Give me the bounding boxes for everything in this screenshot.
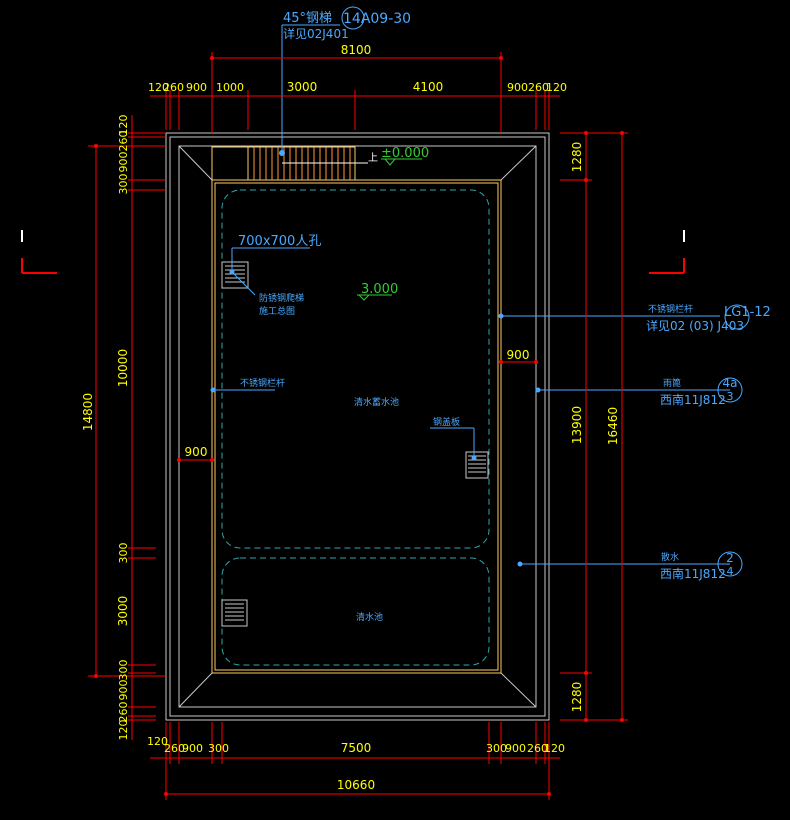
overflow-ref-circle <box>717 551 743 577</box>
outer-walls <box>165 132 550 721</box>
bottom-dim-seg-1: 120 <box>147 735 168 748</box>
top-dim-seg-9: 120 <box>546 81 567 94</box>
left-dim-low-3: 300 <box>117 660 130 681</box>
inner-wall <box>211 179 502 674</box>
elevation-top-label: ±0.000 <box>381 146 429 161</box>
manhole-top: 700x700人孔 防锈钢爬梯 施工总图 <box>221 234 321 317</box>
stair-angle-label: 45°钢梯 <box>283 11 332 26</box>
bottom-dim-seg-4: 300 <box>208 742 229 755</box>
left-dim-top-1: 120 <box>117 115 130 136</box>
top-dim-seg-4: 1000 <box>216 81 244 94</box>
stair-ref-prefix: 详见02J401 <box>283 26 349 41</box>
rail-right-ref: 详见02 (03) J403 <box>646 318 744 333</box>
top-dim-seg-8: 260 <box>528 81 549 94</box>
drain-num: 4a <box>723 376 738 390</box>
left-dimensions: 14800 120 260 900 300 10000 300 3000 300… <box>81 115 166 741</box>
left-dim-low-6: 120 <box>117 720 130 741</box>
top-dimensions: 8100 120 260 900 1000 3000 4100 900 260 … <box>148 43 567 133</box>
section-marker-right <box>649 230 685 274</box>
manhole-note-2: 施工总图 <box>259 305 295 317</box>
elevation-pool-label: 3.000 <box>361 282 398 297</box>
top-overall-dim: 8100 <box>341 43 372 57</box>
left-dim-top-2: 260 <box>117 131 130 152</box>
pool-name-label: 清水蓄水池 <box>354 396 399 408</box>
bottom-dim-seg-8: 260 <box>527 742 548 755</box>
stair-ref-circle <box>341 6 365 30</box>
clear-pool-label: 清水池 <box>356 611 383 623</box>
top-dim-seg-1: 120 <box>148 81 169 94</box>
elevation-pool-symbol <box>358 294 370 301</box>
right-overall-dim: 16460 <box>606 407 620 445</box>
right-dimensions: 900 1280 13900 1280 16460 <box>499 131 628 722</box>
top-dim-seg-7: 900 <box>507 81 528 94</box>
rail-left-label: 不锈钢栏杆 <box>240 377 285 389</box>
bottom-dim-seg-9: 120 <box>544 742 565 755</box>
left-dim-top-3: 900 <box>117 152 130 173</box>
section-marker-left <box>21 230 57 274</box>
left-dim-mid: 10000 <box>116 349 130 387</box>
drain-ref: 西南11J812 <box>660 392 726 407</box>
stair <box>211 146 368 181</box>
stair-callout: 45°钢梯 详见02J401 14A09-30 <box>281 6 411 153</box>
drain-ref-circle <box>717 377 743 403</box>
left-dim-low-1: 300 <box>117 543 130 564</box>
bottom-dim-seg-2: 260 <box>164 742 185 755</box>
top-dim-seg-5: 3000 <box>287 80 318 94</box>
overflow-den: 4 <box>727 565 734 578</box>
top-dim-seg-2: 260 <box>163 81 184 94</box>
overflow-ref: 西南11J812 <box>660 566 726 581</box>
left-dim-top-4: 300 <box>117 174 130 195</box>
drain-callout: 雨篦 西南11J812 4a 3 <box>535 376 743 407</box>
bottom-dim-seg-5: 7500 <box>341 741 372 755</box>
stair-up-arrow-label: 上 <box>368 152 378 164</box>
bottom-dimensions: 120 260 900 300 7500 300 900 260 120 106… <box>147 722 565 800</box>
elevation-top-symbol <box>384 158 396 166</box>
ladder-plate-label: 钢盖板 <box>433 416 460 428</box>
rail-ref-circle <box>724 304 750 330</box>
overflow-num: 2 <box>726 551 734 565</box>
inner-left-900: 900 <box>185 445 208 459</box>
left-overall-dim: 14800 <box>81 393 95 431</box>
top-dim-seg-3: 900 <box>186 81 207 94</box>
drain-den: 3 <box>727 390 734 403</box>
rail-right-label: 不锈钢栏杆 <box>648 303 693 315</box>
drain-label: 雨篦 <box>663 377 681 389</box>
ladder-plate: 钢盖板 <box>430 416 489 479</box>
manhole-label: 700x700人孔 <box>238 234 321 249</box>
left-dim-low-4: 900 <box>117 680 130 701</box>
rail-ref-code: LG1-12 <box>724 305 771 320</box>
bottom-dim-seg-7: 900 <box>505 742 526 755</box>
manhole-note-1: 防锈钢爬梯 <box>259 292 304 304</box>
stair-ref-code: 14A09-30 <box>343 11 411 27</box>
right-dim-top: 1280 <box>570 142 584 173</box>
overflow-label: 散水 <box>661 551 679 563</box>
left-dim-low-5: 260 <box>117 702 130 723</box>
inner-left-dim: 900 <box>177 445 214 462</box>
bottom-overall-dim: 10660 <box>337 778 375 792</box>
rail-left-callout: 不锈钢栏杆 <box>210 377 285 393</box>
right-dim-900: 900 <box>507 348 530 362</box>
rail-right-callout: 不锈钢栏杆 详见02 (03) J403 LG1-12 <box>498 303 771 333</box>
overflow-callout: 散水 西南11J812 2 4 <box>517 551 743 581</box>
bottom-dim-seg-3: 900 <box>182 742 203 755</box>
bottom-dim-seg-6: 300 <box>486 742 507 755</box>
top-dim-seg-6: 4100 <box>413 80 444 94</box>
right-dim-bottom: 1280 <box>570 682 584 713</box>
right-dim-mid: 13900 <box>570 406 584 444</box>
left-dim-low-2: 3000 <box>116 596 130 627</box>
manhole-bottom <box>221 599 248 627</box>
elevation-top: 上 ±0.000 <box>368 146 429 166</box>
elevation-pool: 3.000 <box>357 282 398 301</box>
